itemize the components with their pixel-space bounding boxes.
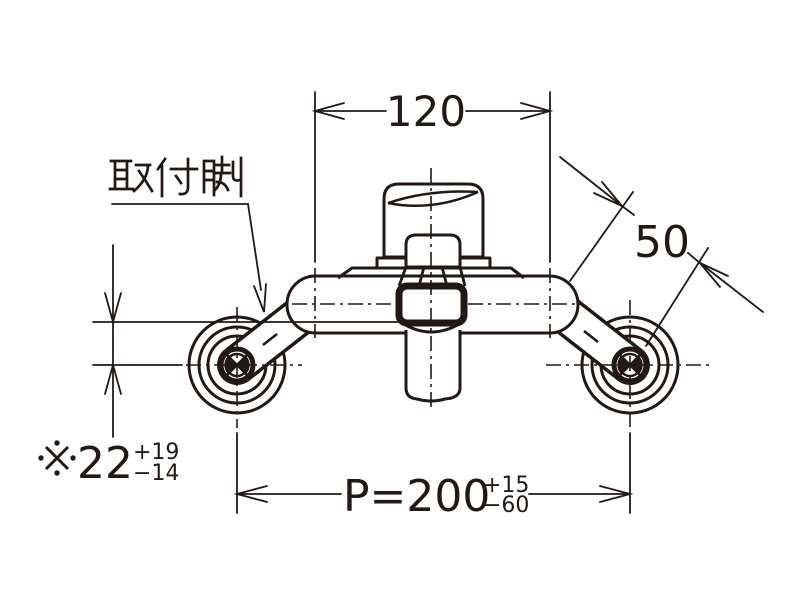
dim-offset-tol-plus: +19	[133, 440, 179, 465]
dim-120: 120	[386, 87, 466, 136]
dimension-pitch	[233, 432, 634, 514]
dim-pitch-tol-minus: −60	[483, 493, 529, 518]
dim-offset-value: 22	[77, 438, 133, 489]
mounting-leg-label-text: 取付脚	[109, 156, 232, 204]
dimension-offset	[92, 244, 461, 438]
dim-offset-tol-minus: −14	[133, 461, 179, 486]
reference-mark-icon	[38, 440, 76, 476]
dim-50: 50	[634, 217, 690, 268]
mounting-leg-label: 取付脚	[108, 155, 243, 204]
dim-offset-prefix: ※	[40, 438, 77, 489]
dimension-top-width	[311, 91, 554, 263]
dim-pitch-tol-plus: +15	[483, 473, 529, 498]
centerlines	[186, 168, 712, 428]
dimension-leg-length	[559, 156, 764, 347]
valve-collar	[397, 266, 467, 287]
label-leader	[111, 203, 267, 313]
dim-pitch: P=200	[343, 471, 490, 522]
handle-neck	[404, 233, 462, 269]
spout-pipe	[404, 330, 462, 403]
dimension-texts: 120 50 P=200 +15 −60 22 +19 −14 ※	[40, 87, 690, 522]
